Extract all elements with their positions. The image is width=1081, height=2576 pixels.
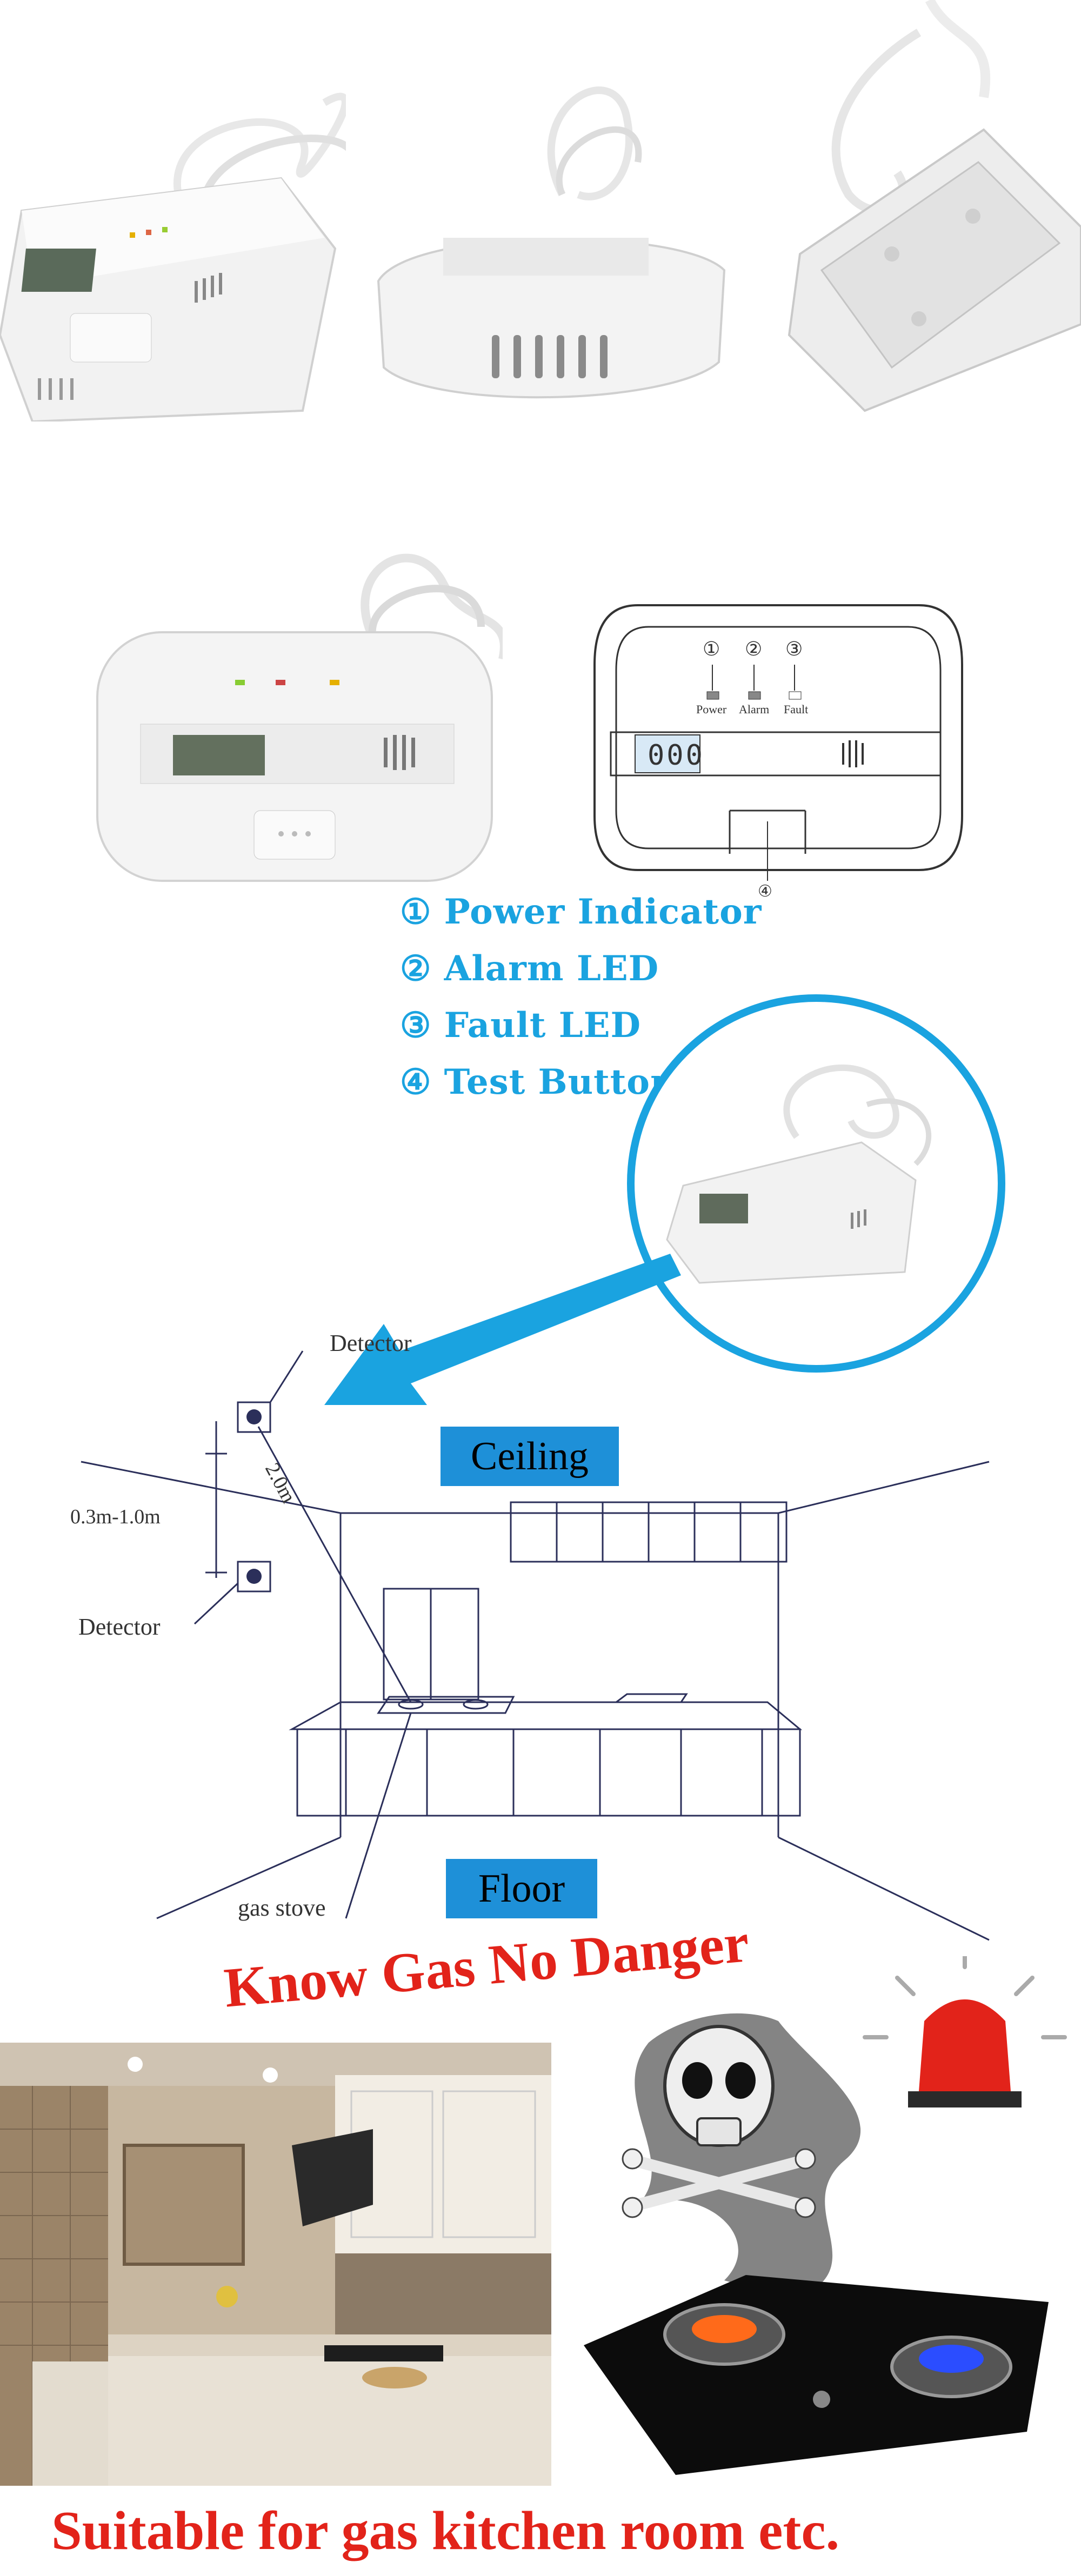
product-photo-front-angle — [0, 32, 358, 423]
diagram-label-fault: Fault — [784, 702, 809, 716]
ceiling-label: Ceiling — [441, 1427, 619, 1486]
product-photo-back — [757, 0, 1081, 421]
distance-label: 0.3m-1.0m — [70, 1506, 161, 1528]
legend-test-button: ④ Test Button — [400, 1062, 676, 1102]
diagram-number-4: ④ — [758, 882, 772, 900]
diagram-number-3: ③ — [785, 638, 803, 660]
diagram-label-alarm: Alarm — [739, 702, 770, 716]
legend-fault-led: ③ Fault LED — [400, 1005, 642, 1046]
installation-diagram: Detector Detector 0.3m-1.0m 2.0m Ceiling… — [0, 1297, 1081, 1945]
product-photo-front — [92, 530, 509, 886]
gas-stove-label: gas stove — [238, 1895, 326, 1921]
detector-line-diagram: ① ② ③ ④ Power Alarm Fault 000 — [584, 600, 973, 902]
product-photo-side — [346, 32, 757, 421]
legend-alarm-led: ② Alarm LED — [400, 948, 659, 989]
detector-label-left: Detector — [78, 1614, 161, 1640]
diagram-number-2: ② — [745, 638, 763, 660]
callout-arrow — [324, 1254, 681, 1405]
diagram-display-value: 000 — [648, 739, 705, 772]
gas-danger-illustration — [562, 1943, 1070, 2475]
legend-power-indicator: ① Power Indicator — [400, 892, 762, 932]
kitchen-photo — [0, 2043, 551, 2486]
footer-caption: Suitable for gas kitchen room etc. — [51, 2500, 840, 2561]
diagram-number-1: ① — [703, 638, 720, 660]
diagram-label-power: Power — [696, 702, 727, 716]
detector-label-top: Detector — [330, 1330, 412, 1356]
floor-label: Floor — [446, 1859, 597, 1918]
